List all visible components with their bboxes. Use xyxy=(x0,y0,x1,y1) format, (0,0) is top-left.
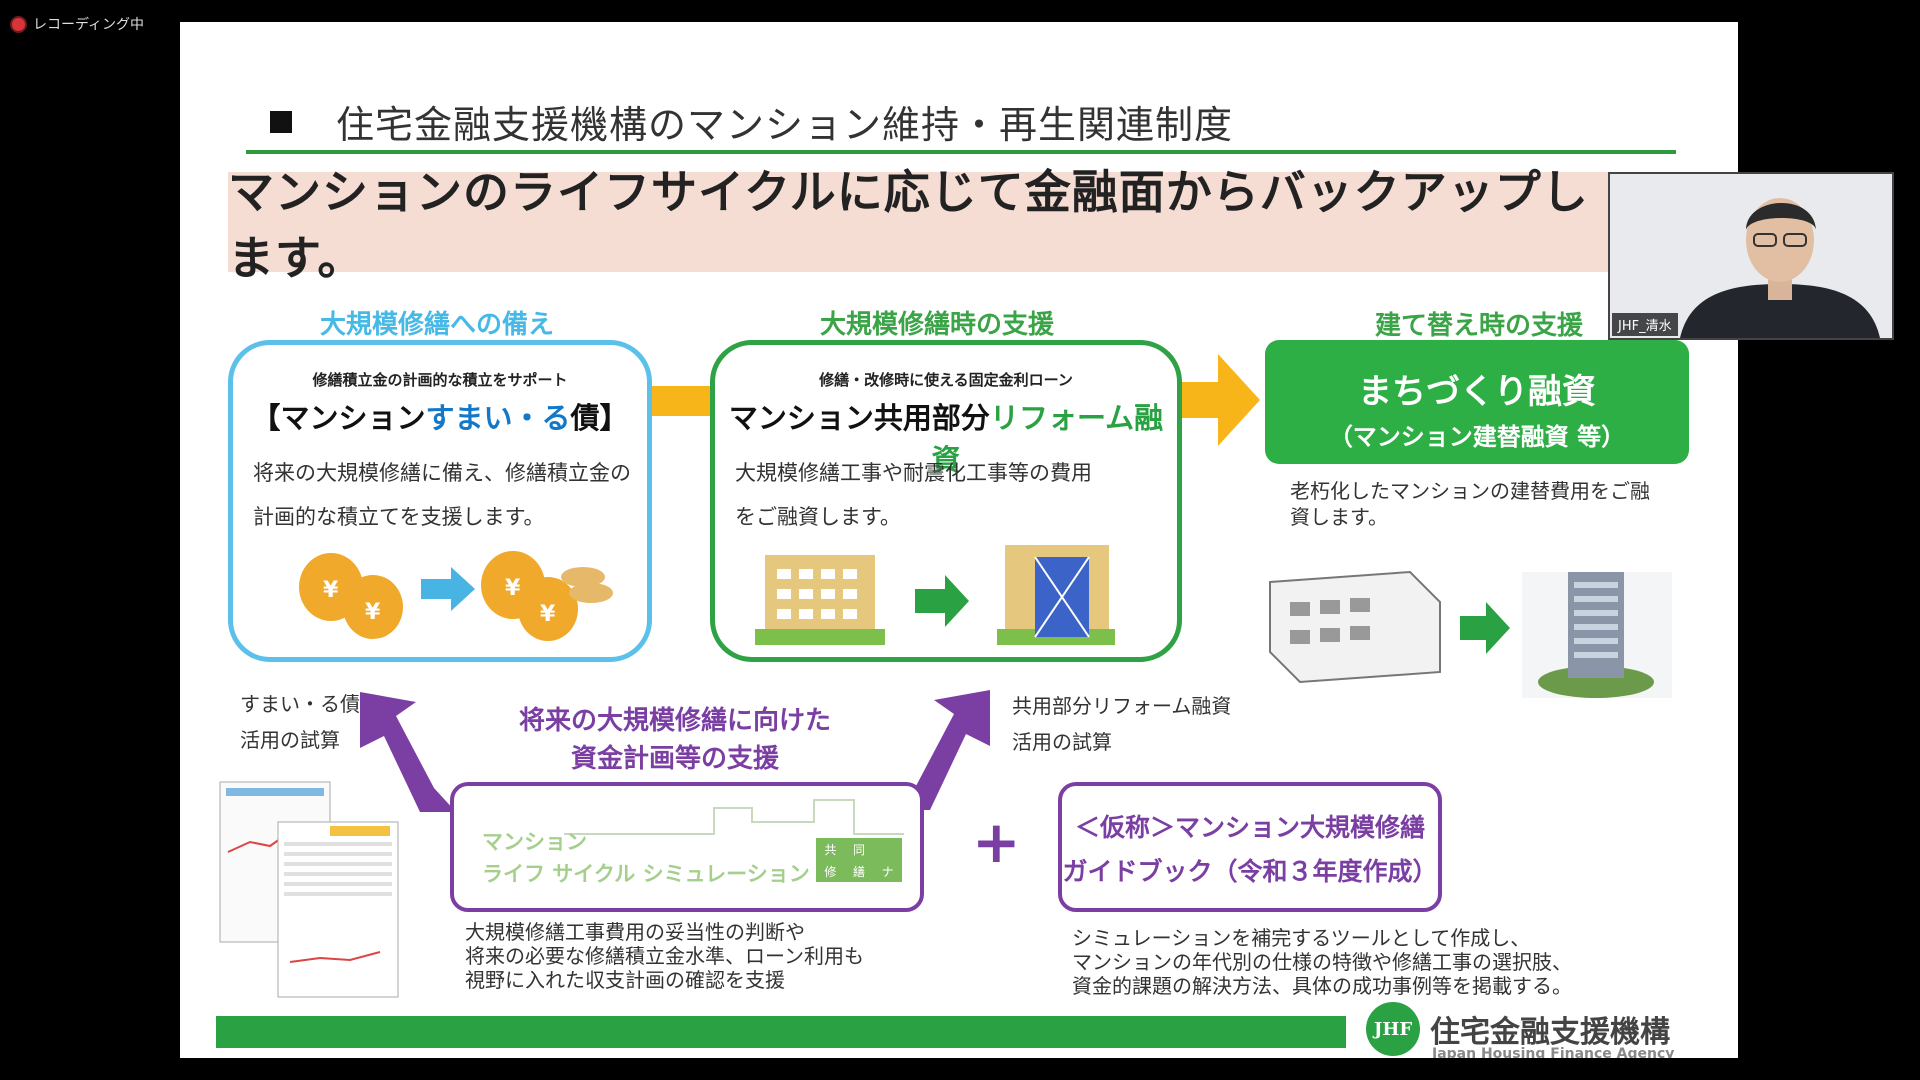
nav-char: 繕 xyxy=(852,864,865,879)
bond-name-blue: すまい・る xyxy=(425,401,571,435)
sim-desc-line: 大規模修繕工事費用の妥当性の判断や xyxy=(465,920,805,944)
headline-banner: マンションのライフサイクルに応じて金融面からバックアップします。 xyxy=(228,165,1628,285)
caption-line: 活用の試算 xyxy=(240,728,340,752)
purple-line: 将来の大規模修繕に向けた xyxy=(518,706,831,736)
yen-icon: ¥ xyxy=(505,576,521,601)
caption-line: 活用の試算 xyxy=(1012,730,1112,754)
guide-desc-line: マンションの年代別の仕様の特徴や修繕工事の選択肢、 xyxy=(1072,950,1572,974)
machizukuri-description: 老朽化したマンションの建替費用をご融 資します。 xyxy=(1290,478,1670,530)
title-underline xyxy=(246,150,1676,154)
nav-char: ナ xyxy=(881,864,894,879)
section-label-rebuild: 建て替え時の支援 xyxy=(1375,311,1584,341)
bond-name-right: 債】 xyxy=(570,401,629,435)
participant-video-tile[interactable]: JHF_清水 xyxy=(1608,172,1894,340)
participant-name: JHF_清水 xyxy=(1612,313,1678,336)
guidebook-description: シミュレーションを補完するツールとして作成し、 マンションの年代別の仕様の特徴や… xyxy=(1072,926,1572,998)
record-dot-icon xyxy=(12,17,25,31)
reform-description: 大規模修繕工事や耐震化工事等の費用 をご融資します。 xyxy=(735,451,1167,539)
reform-desc-line: 大規模修繕工事や耐震化工事等の費用 xyxy=(735,461,1092,485)
sim-desc-line: 将来の必要な修繕積立金水準、ローン利用も xyxy=(465,944,864,968)
building-renovation-illustration xyxy=(755,545,1115,645)
participant-avatar xyxy=(1610,174,1892,338)
simulation-sheet-thumbnails xyxy=(219,781,399,998)
funding-plan-support-label: 将来の大規模修繕に向けた 資金計画等の支援 xyxy=(510,702,840,778)
nav-char: 修 xyxy=(824,864,837,879)
recording-label: レコーディング中 xyxy=(33,17,145,33)
lifecycle-simulation-box: マンション ライフ サイクル シミュレーション 共 同 修 繕 ナ xyxy=(450,782,924,912)
building-outline-illustration xyxy=(564,799,904,835)
reform-simulation-caption: 共用部分リフォーム融資 活用の試算 xyxy=(1012,688,1231,760)
bond-subtitle: 修繕積立金の計画的な積立をサポート xyxy=(312,371,568,389)
arrow-right-icon xyxy=(1180,354,1260,446)
bond-name-left: 【マンション xyxy=(251,401,426,435)
bond-name: 【マンションすまい・る債】 xyxy=(233,395,647,437)
reform-loan-box: 修繕・改修時に使える固定金利ローン マンション共用部分リフォーム融資 大規模修繕… xyxy=(710,340,1182,662)
section-label-preparation: 大規模修繕への備え xyxy=(320,310,555,340)
square-bullet-icon xyxy=(270,110,292,133)
nav-char: 同 xyxy=(852,842,865,857)
caption-line: すまい・る債 xyxy=(240,692,360,716)
reform-name-green: リフォーム融資 xyxy=(931,401,1164,477)
guidebook-line1: ＜仮称＞マンション大規模修繕 xyxy=(1074,813,1425,842)
rebuild-illustration xyxy=(1269,570,1672,698)
yen-icon: ¥ xyxy=(540,602,556,627)
slide-title: 住宅金融支援機構のマンション維持・再生関連制度 xyxy=(270,94,1233,149)
arrow-up-right-icon xyxy=(894,690,990,810)
guide-desc-line: シミュレーションを補完するツールとして作成し、 xyxy=(1072,926,1531,950)
sim-desc-line: 視野に入れた収支計画の確認を支援 xyxy=(465,968,785,992)
machi-desc-line: 資します。 xyxy=(1290,505,1388,529)
kyodo-shuzen-navi-logo: 共 同 修 繕 ナ xyxy=(816,838,902,882)
reform-desc-line: をご融資します。 xyxy=(735,505,901,529)
bond-desc-line: 将来の大規模修繕に備え、修繕積立金の xyxy=(253,461,631,485)
jhf-logo-name: 住宅金融支援機構 xyxy=(1430,1015,1670,1050)
guidebook-line2: ガイドブック（令和３年度作成） xyxy=(1062,857,1438,886)
arrow-right-icon xyxy=(650,386,720,416)
guide-desc-line: 資金的課題の解決方法、具体の成功事例等を掲載する。 xyxy=(1072,974,1572,998)
yen-icon: ¥ xyxy=(323,578,339,603)
jhf-logo-mark: JHF xyxy=(1366,1002,1420,1056)
caption-line: 共用部分リフォーム融資 xyxy=(1012,694,1232,718)
jhf-logo-english: Japan Housing Finance Agency xyxy=(1432,1046,1675,1058)
plus-icon: + xyxy=(972,808,1021,876)
simulation-title-line1: マンション xyxy=(482,830,587,854)
purple-line: 資金計画等の支援 xyxy=(570,744,779,774)
reform-name-left: マンション共用部分 xyxy=(728,401,990,435)
machizukuri-loan-box: まちづくり融資 （マンション建替融資 等） xyxy=(1265,340,1689,464)
nav-char: 共 xyxy=(824,842,837,857)
machi-desc-line: 老朽化したマンションの建替費用をご融 xyxy=(1290,479,1650,503)
machizukuri-subtitle: （マンション建替融資 等） xyxy=(1328,423,1626,451)
arrow-up-left-icon xyxy=(360,692,456,812)
footer-green-bar xyxy=(216,1016,1346,1048)
sumairu-bond-box: 修繕積立金の計画的な積立をサポート 【マンションすまい・る債】 将来の大規模修繕… xyxy=(228,340,652,662)
machizukuri-title: まちづくり融資 xyxy=(1358,372,1596,412)
reform-subtitle: 修繕・改修時に使える固定金利ローン xyxy=(819,371,1073,389)
section-label-support: 大規模修繕時の支援 xyxy=(820,310,1055,340)
guidebook-box: ＜仮称＞マンション大規模修繕 ガイドブック（令和３年度作成） xyxy=(1058,782,1442,912)
reform-name: マンション共用部分リフォーム融資 xyxy=(715,395,1177,479)
recording-indicator: レコーディング中 xyxy=(12,14,144,34)
bond-description: 将来の大規模修繕に備え、修繕積立金の 計画的な積立てを支援します。 xyxy=(253,451,637,539)
bond-simulation-caption: すまい・る債 活用の試算 xyxy=(240,686,360,758)
slide-title-text: 住宅金融支援機構のマンション維持・再生関連制度 xyxy=(336,103,1234,147)
simulation-description: 大規模修繕工事費用の妥当性の判断や 将来の必要な修繕積立金水準、ローン利用も 視… xyxy=(465,920,864,992)
simulation-title-line2: ライフ サイクル シミュレーション xyxy=(482,862,810,886)
money-bags-illustration: ¥ ¥ ¥ ¥ xyxy=(299,551,613,641)
jhf-logo: JHF 住宅金融支援機構 Japan Housing Finance Agenc… xyxy=(1366,1002,1674,1058)
bond-desc-line: 計画的な積立てを支援します。 xyxy=(253,505,545,529)
shared-slide: 住宅金融支援機構のマンション維持・再生関連制度 マンションのライフサイクルに応じ… xyxy=(180,22,1738,1058)
yen-icon: ¥ xyxy=(365,600,381,625)
